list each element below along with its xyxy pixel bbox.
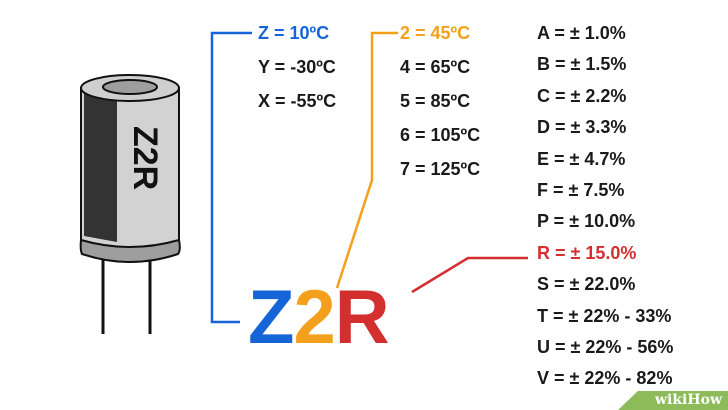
capacitor-icon: Z2R [79, 74, 181, 334]
tolerance-item: C = ± 2.2% [537, 85, 627, 106]
tolerance-item: R = ± 15.0% [537, 242, 637, 263]
capacitor-marking: Z2R [126, 126, 164, 190]
high-temp-item: 7 = 125ºC [400, 159, 481, 179]
code-first: Z [248, 275, 294, 360]
code-third: R [334, 275, 390, 360]
high-temp-item: 2 = 45ºC [400, 23, 471, 43]
orange-connector [335, 31, 398, 289]
tolerance-item: B = ± 1.5% [537, 54, 627, 75]
tolerance-item: T = ± 22% - 33% [537, 305, 672, 326]
tolerance-item: U = ± 22% - 56% [537, 337, 674, 357]
tolerance-item: D = ± 3.3% [537, 117, 627, 138]
high-temp-item: 4 = 65ºC [400, 57, 471, 77]
red-connector [411, 256, 528, 294]
blue-connector [210, 31, 252, 324]
high-temp-item: 6 = 105ºC [400, 125, 481, 145]
code-z2r: Z2R [248, 275, 390, 360]
tolerance-item: P = ± 10.0% [537, 211, 636, 232]
high-temp-item: 5 = 85ºC [400, 91, 471, 111]
tolerance-item: A = ± 1.0% [537, 23, 626, 43]
tolerance-item: V = ± 22% - 82% [537, 368, 673, 389]
low-temp-item: Z = 10ºC [258, 23, 330, 43]
low-temp-item: Y = -30ºC [258, 57, 336, 77]
low-temp-item: X = -55ºC [258, 91, 337, 111]
code-second: 2 [293, 275, 335, 360]
wikihow-watermark: wikiHow [618, 391, 728, 410]
tolerance-item: S = ± 22.0% [537, 274, 636, 295]
tolerance-item: E = ± 4.7% [537, 148, 626, 169]
tolerance-item: F = ± 7.5% [537, 180, 625, 200]
